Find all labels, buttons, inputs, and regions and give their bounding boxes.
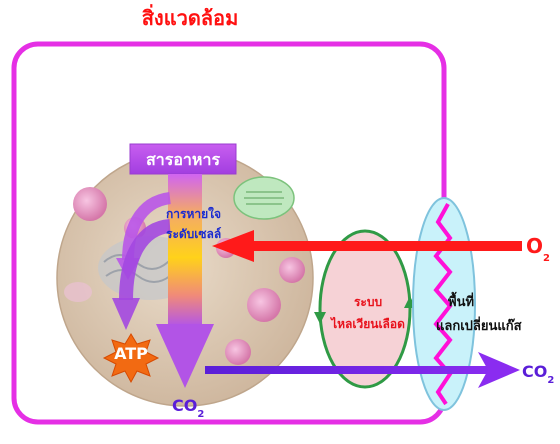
exchange-label-line1: พื้นที่ [448, 295, 475, 310]
co2-arrow [205, 352, 520, 388]
o2-main: O [526, 234, 544, 258]
o2-sub: 2 [543, 253, 550, 264]
circulation-label-line2: ไหลเวียนเลือด [331, 317, 405, 331]
vesicle-organelle [279, 257, 305, 283]
co2-out-label: CO2 [522, 362, 554, 386]
vesicle-organelle [247, 288, 281, 322]
cell-co2-sub: 2 [197, 409, 205, 420]
exchange-label-line2: แลกเปลี่ยนแก๊ส [436, 319, 522, 334]
oxygen-arrow [212, 230, 522, 262]
co2-out-sub: 2 [547, 375, 555, 386]
food-label: สารอาหาร [145, 150, 221, 169]
o2-label: O2 [526, 234, 550, 264]
cell-co2-main: CO [172, 396, 198, 415]
circulation-arrow-down [314, 312, 326, 324]
respiration-label-line2: ระดับเซลล์ [166, 227, 222, 241]
circulation-loop [318, 229, 412, 389]
atp-label: ATP [114, 344, 148, 363]
co2-out-main: CO [522, 362, 548, 381]
environment-title: สิ่งแวดล้อม [141, 6, 239, 30]
vesicle-organelle [225, 339, 251, 365]
vesicle-organelle [73, 187, 107, 221]
cell-co2-label: CO2 [172, 396, 204, 420]
respiration-label-line1: การหายใจ [166, 207, 222, 221]
atp-burst [102, 333, 160, 384]
circulation-label-line1: ระบบ [353, 295, 383, 309]
food-arrow [112, 143, 237, 388]
